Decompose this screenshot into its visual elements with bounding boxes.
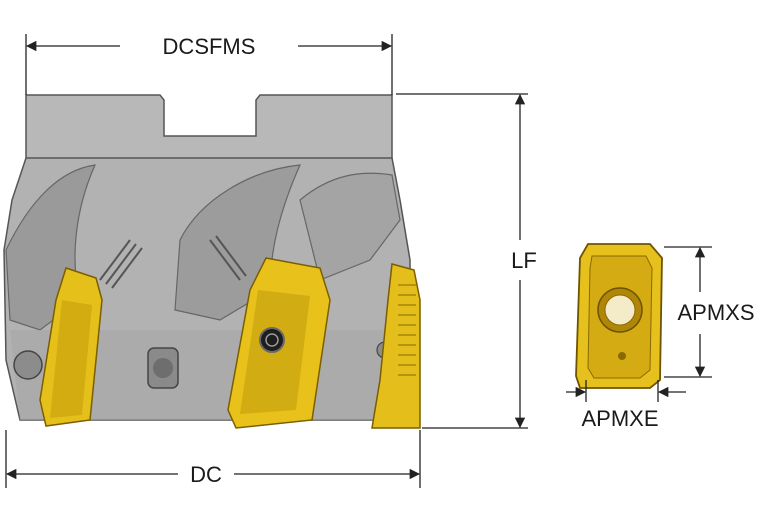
dcsfms-label: DCSFMS xyxy=(163,34,256,59)
apmxs-label: APMXS xyxy=(677,300,754,325)
apmxe-label: APMXE xyxy=(581,406,658,431)
dimension-lines xyxy=(5,34,712,488)
insert-detail-dot xyxy=(618,352,626,360)
insert-detail xyxy=(575,243,663,389)
lf-label: LF xyxy=(511,248,537,273)
coolant-hole-left xyxy=(13,350,43,380)
cutter-inserts xyxy=(39,257,421,429)
insert-right-serrations xyxy=(398,284,416,376)
insert-center-screw-ring xyxy=(265,333,279,347)
insert-left-face xyxy=(50,300,92,418)
flute-right xyxy=(299,172,401,281)
insert-detail-hole xyxy=(604,294,636,326)
insert-center-screw xyxy=(259,327,285,353)
cutter-shank xyxy=(25,94,393,161)
hatch-left xyxy=(99,239,143,289)
dc-label: DC xyxy=(190,462,222,487)
screw-hole-center xyxy=(153,358,173,378)
hatch-center xyxy=(209,235,247,281)
